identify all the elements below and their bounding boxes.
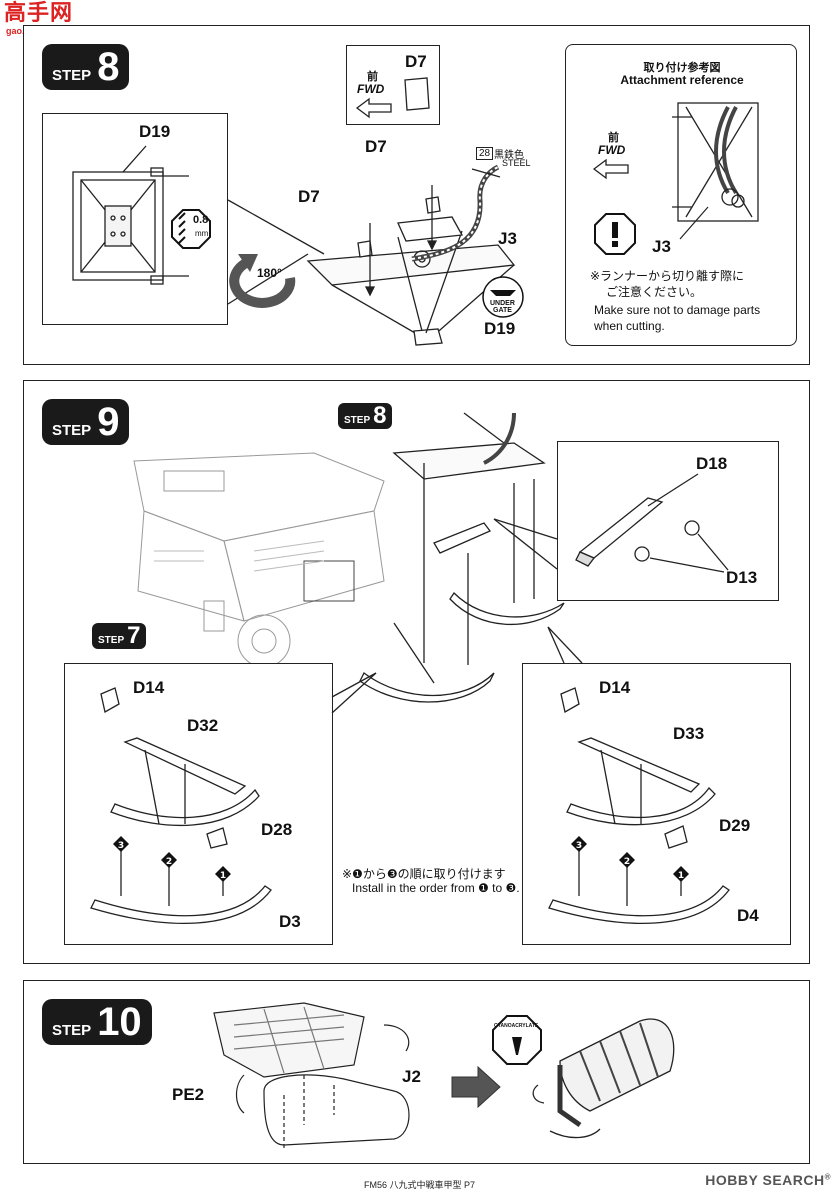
part-label-d3: D3: [279, 912, 301, 931]
under-gate-2: GATE: [493, 307, 512, 314]
attach-title-jp: 取り付け参考図: [643, 62, 721, 74]
fwd-box: 前 FWD D7: [346, 45, 440, 125]
fwd-jp: 前: [367, 71, 378, 83]
step-number: 8: [373, 402, 387, 429]
next-arrow-icon: [451, 1065, 501, 1109]
tank-hull-drawing: [133, 452, 385, 668]
under-gate-1: UNDER: [490, 300, 515, 307]
ref-step8-badge: STEP 8: [338, 402, 393, 429]
part-label-d7-a: D7: [365, 137, 387, 156]
warning-en-1: Make sure not to damage parts: [594, 303, 761, 317]
svg-text:3: 3: [118, 841, 124, 851]
warning-jp-2: ご注意ください。: [606, 285, 703, 299]
color-code: 28: [476, 147, 494, 160]
rotate-arrow-icon: [229, 254, 296, 308]
warning-en-2: when cutting.: [594, 319, 665, 333]
svg-text:2: 2: [166, 857, 172, 867]
step10-right-drawing: [532, 1018, 675, 1139]
attachment-reference-box: 取り付け参考図 Attachment reference 前 FWD: [565, 44, 797, 346]
thickness-unit: mm: [195, 229, 209, 238]
part-label-d33: D33: [673, 724, 705, 743]
part-label-d32: D32: [187, 716, 219, 735]
step10-badge: STEP 10: [42, 999, 152, 1045]
d19-inset-box: D19 0.8: [42, 113, 228, 325]
part-label-d7-top: D7: [405, 52, 427, 71]
order-note-en: Install in the order from ❶ to ❸.: [352, 881, 520, 895]
thickness-value: 0.8: [193, 214, 209, 226]
d19-inset-drawing: [72, 145, 189, 285]
step-word: STEP: [98, 635, 125, 646]
step10-panel: STEP 10 PE2 J2 CYANOACRYLATE: [23, 980, 810, 1164]
part-label-d28: D28: [261, 820, 293, 839]
fwd-arrow-icon: [355, 97, 392, 119]
right-fender-drawing: 3 2 1: [548, 687, 730, 924]
part-label-d4: D4: [737, 906, 759, 925]
step8-assembly-drawing: [306, 164, 516, 346]
watermark-bottom-reg: ®: [824, 1172, 831, 1182]
part-label-d18: D18: [696, 454, 728, 473]
left-fender-drawing: 3 2 1: [90, 687, 272, 924]
watermark-bottom: HOBBY SEARCH®: [705, 1172, 831, 1188]
warning-jp-1: ※ランナーから切り離す際に: [590, 269, 745, 283]
attach-fwd-en: FWD: [598, 143, 626, 157]
attach-fwd-jp: 前: [608, 132, 619, 144]
step8-panel: STEP 8 D19: [23, 25, 810, 365]
callout-wedge-right: [547, 626, 583, 664]
d7-part-icon: [404, 77, 430, 111]
part-label-pe2: PE2: [172, 1085, 205, 1104]
part-label-d14-left: D14: [133, 678, 165, 697]
watermark-bottom-brand: HOBBY SEARCH: [705, 1172, 825, 1188]
watermark-brand: 高手网: [4, 1, 74, 26]
step9-panel: STEP 9 STEP 8 STEP 7: [23, 380, 810, 964]
part-label-d13: D13: [726, 568, 758, 587]
attach-label-j3: J3: [652, 237, 671, 256]
fwd-en: FWD: [357, 82, 385, 96]
callout-wedge-left: [331, 672, 377, 714]
part-label-j3: J3: [498, 229, 517, 248]
page-footer: FM56 八九式中戦車甲型 P7: [363, 1180, 475, 1190]
ref-step7-badge: STEP 7: [92, 622, 147, 649]
step9-assembly-drawing: [359, 412, 565, 703]
d18-d13-box: D18 D13: [557, 441, 779, 601]
part-label-d29: D29: [719, 816, 751, 835]
color-jp: 黒鉄色: [494, 150, 524, 161]
step-word: STEP: [52, 67, 92, 84]
under-gate-badge: [482, 276, 524, 318]
step-word: STEP: [344, 415, 371, 426]
right-fender-box: D14 D33 D29 D4: [522, 663, 791, 945]
rotate-label: 180°: [257, 266, 282, 280]
part-label-d19-inset: D19: [139, 122, 171, 141]
attach-fwd-arrow-icon: [592, 158, 629, 180]
svg-text:2: 2: [624, 857, 630, 867]
d18-d13-drawing: [575, 473, 729, 573]
step-word: STEP: [52, 1022, 92, 1039]
attach-leader: [679, 206, 709, 240]
part-label-d19: D19: [484, 319, 516, 338]
thickness-badge: [171, 209, 211, 249]
attach-reference-drawing: [672, 102, 759, 222]
step-number: 9: [97, 400, 120, 444]
part-label-j2: J2: [402, 1067, 421, 1086]
svg-text:1: 1: [678, 871, 684, 881]
part-label-d14-right: D14: [599, 678, 631, 697]
svg-text:3: 3: [576, 841, 582, 851]
step10-left-drawing: [213, 1002, 410, 1149]
step-word: STEP: [52, 422, 92, 439]
step-number: 8: [97, 45, 120, 89]
warning-icon: [594, 213, 636, 255]
attach-title-en: Attachment reference: [620, 73, 744, 87]
cyanoacrylate-badge: [492, 1015, 542, 1065]
svg-text:1: 1: [220, 871, 226, 881]
color-en: STEEL: [502, 158, 531, 168]
step-number: 7: [127, 622, 141, 649]
step8-badge: STEP 8: [42, 44, 130, 90]
glue-label: CYANOACRYLATE: [494, 1023, 539, 1029]
order-note-jp: ※❶から❸の順に取り付けます: [342, 867, 506, 881]
step9-badge: STEP 9: [42, 399, 130, 445]
callout-wedge-d18: [493, 518, 558, 570]
step-number: 10: [97, 1000, 142, 1044]
left-fender-box: D14 D32 D28 D3: [64, 663, 333, 945]
part-label-d7-b: D7: [298, 187, 320, 206]
